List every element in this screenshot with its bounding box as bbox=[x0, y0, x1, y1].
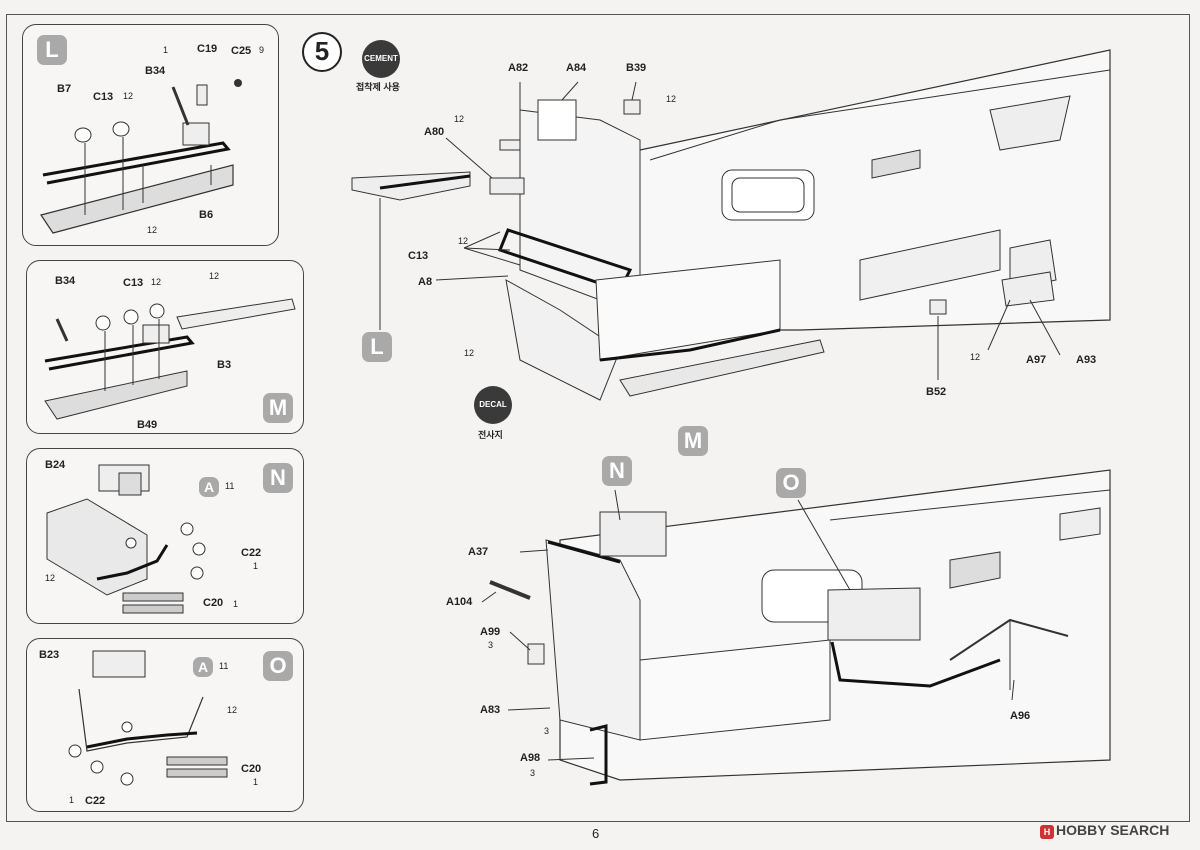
part-label-c22: C22 bbox=[85, 795, 106, 807]
paint-mark: 3 bbox=[530, 768, 536, 778]
part-label-a84: A84 bbox=[566, 62, 587, 74]
cement-icon: CEMENT bbox=[362, 40, 400, 78]
part-label-c13: C13 bbox=[93, 91, 114, 103]
part-label-c13: C13 bbox=[408, 250, 429, 262]
part-label-c13: C13 bbox=[123, 277, 144, 289]
step-number: 5 bbox=[302, 32, 342, 72]
panel-tag-n: N bbox=[263, 463, 293, 493]
part-label-c20: C20 bbox=[241, 763, 262, 775]
part-label-b52: B52 bbox=[926, 386, 947, 398]
part-label-a8: A8 bbox=[418, 276, 433, 288]
paint-mark: 12 bbox=[147, 225, 158, 235]
paint-mark: 12 bbox=[666, 94, 677, 104]
paint-mark: 12 bbox=[123, 91, 134, 101]
part-tag-a: A bbox=[193, 657, 213, 677]
paint-mark: 12 bbox=[970, 352, 981, 362]
sub-tag-m: M bbox=[678, 426, 708, 456]
part-label-c22: C22 bbox=[241, 547, 262, 559]
part-label-a93: A93 bbox=[1076, 354, 1097, 366]
panel-tag-m: M bbox=[263, 393, 293, 423]
paint-mark: 11 bbox=[225, 481, 235, 491]
paint-mark: 12 bbox=[45, 573, 56, 583]
part-label-a80: A80 bbox=[424, 126, 445, 138]
decal-caption: 전사지 bbox=[478, 430, 503, 440]
cement-caption: 접착제 사용 bbox=[356, 82, 400, 92]
hobby-search-logo-icon: H bbox=[1040, 825, 1054, 839]
paint-mark: 3 bbox=[488, 640, 494, 650]
panel-tag-o: O bbox=[263, 651, 293, 681]
panel-n-drawing bbox=[27, 449, 305, 625]
panel-tag-l: L bbox=[37, 35, 67, 65]
part-label-b34: B34 bbox=[145, 65, 166, 77]
subassembly-panel-m: M B34 C13 B3 B49 12 12 bbox=[26, 260, 304, 434]
paint-mark: 12 bbox=[464, 348, 475, 358]
part-label-c19: C19 bbox=[197, 43, 218, 55]
paint-mark: 12 bbox=[458, 236, 469, 246]
part-label-a97: A97 bbox=[1026, 354, 1047, 366]
watermark-text: HOBBY SEARCH bbox=[1056, 822, 1170, 838]
paint-mark: 1 bbox=[253, 777, 259, 787]
paint-mark: 1 bbox=[233, 599, 239, 609]
subassembly-panel-l: L C19 C25 B34 B7 C13 B6 1 9 12 12 bbox=[22, 24, 279, 246]
part-label-c20: C20 bbox=[203, 597, 224, 609]
paint-mark: 1 bbox=[163, 45, 169, 55]
part-label-b24: B24 bbox=[45, 459, 66, 471]
paint-mark: 12 bbox=[227, 705, 238, 715]
part-label-b6: B6 bbox=[199, 209, 214, 221]
sub-tag-o: O bbox=[776, 468, 806, 498]
part-label-b7: B7 bbox=[57, 83, 72, 95]
sub-tag-n: N bbox=[602, 456, 632, 486]
paint-mark: 1 bbox=[69, 795, 75, 805]
paint-mark: 3 bbox=[544, 726, 550, 736]
part-label-a99: A99 bbox=[480, 626, 501, 638]
part-label-b23: B23 bbox=[39, 649, 60, 661]
paint-mark: 11 bbox=[219, 661, 229, 671]
page-frame bbox=[6, 14, 1190, 822]
page-number: 6 bbox=[592, 826, 600, 841]
part-label-b39: B39 bbox=[626, 62, 647, 74]
part-label-b49: B49 bbox=[137, 419, 158, 431]
part-label-b3: B3 bbox=[217, 359, 232, 371]
part-label-a37: A37 bbox=[468, 546, 489, 558]
paint-mark: 1 bbox=[253, 561, 259, 571]
part-label-a83: A83 bbox=[480, 704, 501, 716]
paint-mark: 12 bbox=[151, 277, 162, 287]
sub-tag-l: L bbox=[362, 332, 392, 362]
part-label-a104: A104 bbox=[446, 596, 473, 608]
subassembly-panel-n: N B24 A C22 C20 11 12 1 1 bbox=[26, 448, 304, 624]
paint-mark: 12 bbox=[209, 271, 220, 281]
subassembly-panel-o: O B23 A C20 C22 11 12 1 1 bbox=[26, 638, 304, 812]
paint-mark: 12 bbox=[454, 114, 465, 124]
panel-o-drawing bbox=[27, 639, 305, 813]
paint-mark: 9 bbox=[259, 45, 265, 55]
panel-m-drawing bbox=[27, 261, 305, 435]
part-label-a96: A96 bbox=[1010, 710, 1031, 722]
part-label-c25: C25 bbox=[231, 45, 252, 57]
part-tag-a: A bbox=[199, 477, 219, 497]
part-label-b34: B34 bbox=[55, 275, 76, 287]
part-label-a82: A82 bbox=[508, 62, 529, 74]
decal-icon: DECAL bbox=[474, 386, 512, 424]
part-label-a98: A98 bbox=[520, 752, 541, 764]
panel-l-drawing bbox=[23, 79, 242, 247]
